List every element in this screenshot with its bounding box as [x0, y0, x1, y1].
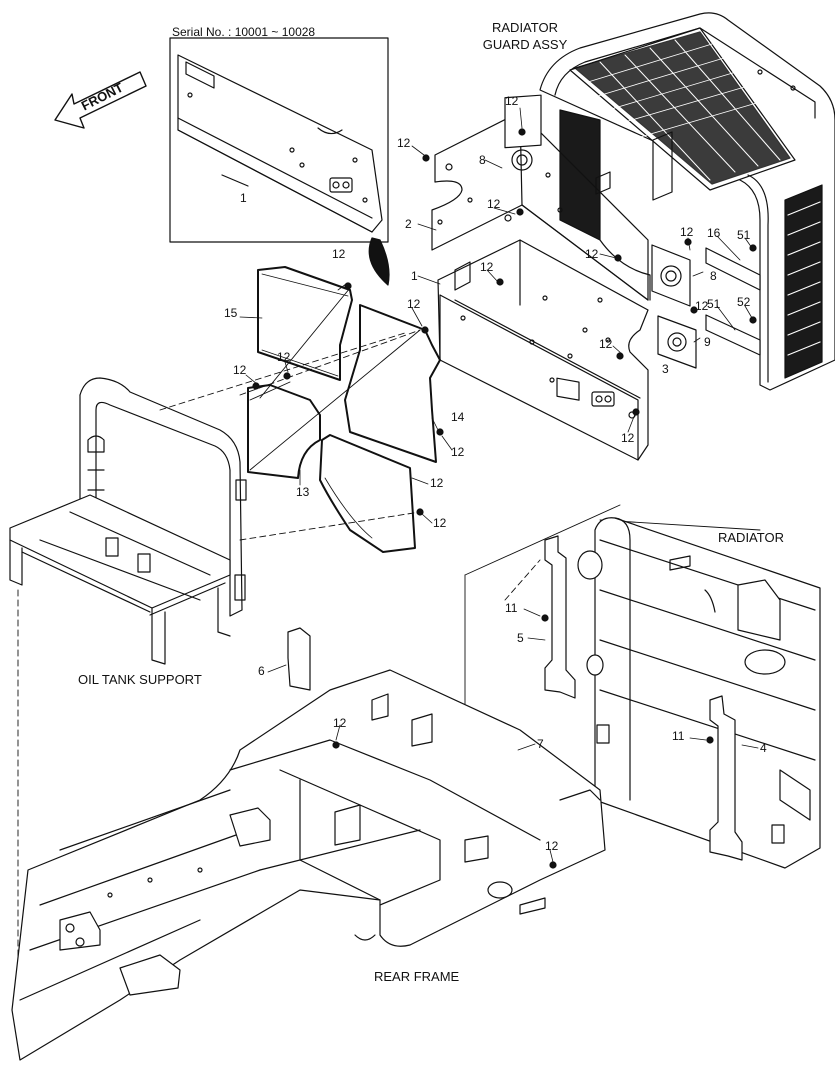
- radiator-guard-line2: GUARD ASSY: [482, 37, 568, 52]
- callout-12: 12: [621, 431, 635, 445]
- callout-leaders: [239, 107, 759, 863]
- callout-12: 12: [433, 516, 447, 530]
- callout-5: 5: [517, 631, 524, 645]
- callout-12: 12: [480, 260, 494, 274]
- callout-12: 12: [451, 445, 465, 459]
- callout-12: 12: [599, 337, 613, 351]
- insulation-pads: [247, 266, 441, 553]
- rear-frame-label: REAR FRAME: [374, 969, 460, 984]
- front-arrow-icon: [54, 71, 147, 129]
- callout-12: 12: [680, 225, 694, 239]
- callout-12: 12: [332, 247, 346, 261]
- callout-11: 11: [672, 729, 685, 743]
- callout-12: 12: [545, 839, 559, 853]
- rear-frame: [11, 669, 606, 1061]
- callout-12: 12: [505, 94, 519, 108]
- callout-51: 51: [707, 297, 721, 311]
- callout-7: 7: [537, 737, 544, 751]
- callout-12: 12: [233, 363, 247, 377]
- callout-3: 3: [662, 362, 669, 376]
- callout-8: 8: [710, 269, 717, 283]
- callout-52: 52: [737, 295, 751, 309]
- callout-2: 2: [405, 217, 412, 231]
- radiator-assembly: [577, 517, 821, 869]
- oil-tank-support: [9, 377, 247, 665]
- serial-note: Serial No. : 10001 ~ 10028: [172, 25, 316, 39]
- bolts-12: [252, 128, 698, 516]
- panel-1-3: [437, 239, 651, 461]
- radiator-guard-assy-label: RADIATOR GUARD ASSY: [470, 19, 580, 53]
- callout-52: 51: [737, 228, 751, 242]
- callout-13: 12: [430, 476, 444, 490]
- radiator-guard-housing: [539, 12, 835, 391]
- callout-12: 12: [487, 197, 501, 211]
- callout-12: 12: [397, 136, 411, 150]
- callout-11: 11: [505, 601, 518, 615]
- panel-2: [431, 94, 649, 301]
- callout-14: 13: [296, 485, 310, 499]
- callout-12: 12: [695, 299, 709, 313]
- callout-15: 14: [451, 410, 465, 424]
- callout-16: 15: [224, 306, 238, 320]
- radiator-guard-line1: RADIATOR: [492, 20, 558, 35]
- brackets-8-9: [651, 244, 761, 369]
- oil-tank-support-label: OIL TANK SUPPORT: [78, 672, 202, 687]
- callout-1: 1: [411, 269, 418, 283]
- radiator-label: RADIATOR: [718, 530, 784, 545]
- callout-4: 4: [760, 741, 767, 755]
- callout-1: 1: [240, 191, 247, 205]
- callout-12: 12: [407, 297, 421, 311]
- callout-8: 8: [479, 153, 486, 167]
- callout-12: 12: [277, 350, 291, 364]
- callout-12: 12: [585, 247, 599, 261]
- callout-12: 12: [333, 716, 347, 730]
- leader-lines: [17, 329, 541, 1001]
- callout-6: 6: [258, 664, 265, 678]
- callout-9: 9: [704, 335, 711, 349]
- callout-51: 16: [707, 226, 721, 240]
- serial-inset-box: [169, 37, 390, 286]
